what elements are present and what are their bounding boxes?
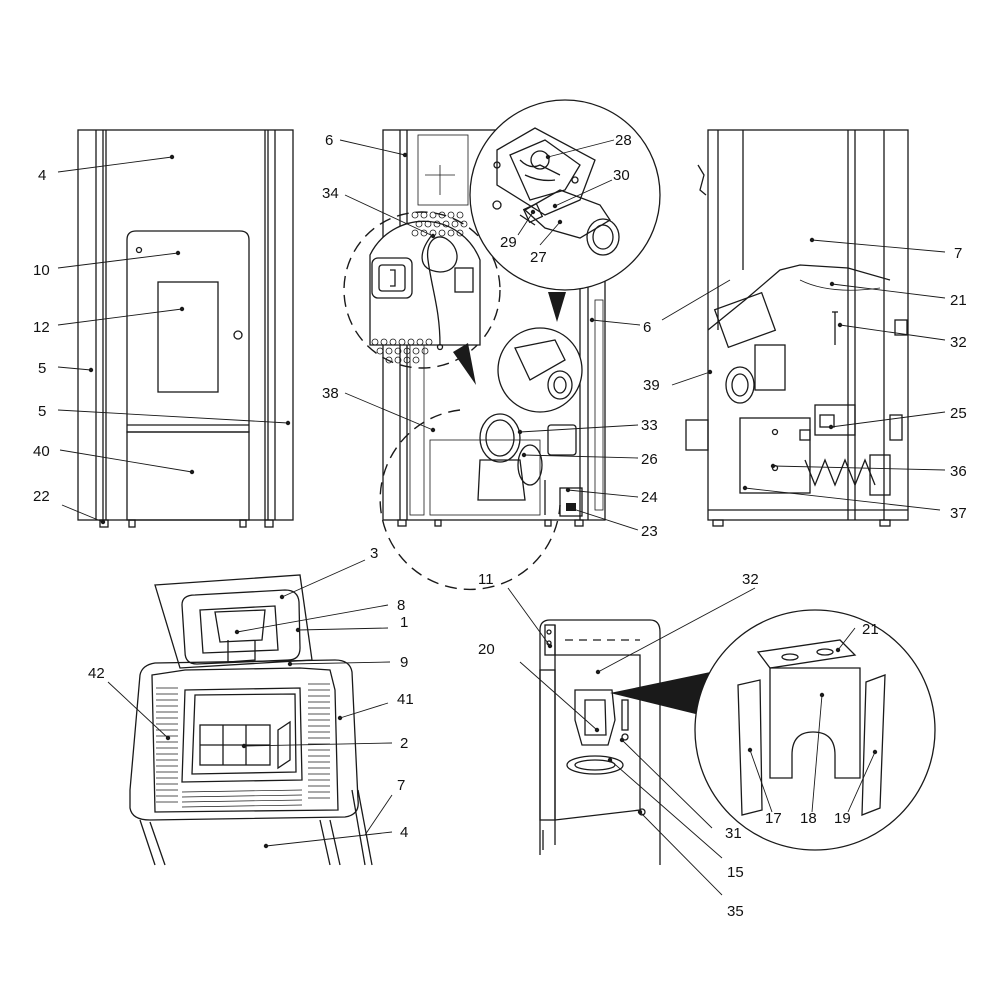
callout-35: 35 [727, 903, 744, 920]
callout-38: 38 [322, 385, 339, 402]
open-firebox-view [539, 619, 661, 865]
vent-grille-right [308, 683, 330, 799]
callout-7: 7 [954, 245, 962, 262]
callout-17: 17 [765, 810, 782, 827]
callout-21: 21 [862, 621, 879, 638]
callout-32: 32 [950, 334, 967, 351]
callout-33: 33 [641, 417, 658, 434]
vent-grille-left [156, 687, 178, 803]
callout-31: 31 [725, 825, 742, 842]
callout-20: 20 [478, 641, 495, 658]
callout-3: 3 [370, 545, 378, 562]
callout-25: 25 [950, 405, 967, 422]
callout-36: 36 [950, 463, 967, 480]
callout-39: 39 [643, 377, 660, 394]
callout-6: 6 [325, 132, 333, 149]
callout-5: 5 [38, 360, 46, 377]
callout-22: 22 [33, 488, 50, 505]
callout-labels: 4 10 12 5 5 40 22 6 34 38 28 30 29 27 6 … [33, 132, 967, 920]
callout-24: 24 [641, 489, 658, 506]
callout-4: 4 [400, 824, 408, 841]
callout-4: 4 [38, 167, 46, 184]
callout-2: 2 [400, 735, 408, 752]
callout-19: 19 [834, 810, 851, 827]
callout-32: 32 [742, 571, 759, 588]
callout-6: 6 [643, 319, 651, 336]
callout-40: 40 [33, 443, 50, 460]
callout-9: 9 [400, 654, 408, 671]
callout-27: 27 [530, 249, 547, 266]
callout-18: 18 [800, 810, 817, 827]
callout-10: 10 [33, 262, 50, 279]
callout-5: 5 [38, 403, 46, 420]
perforated-panel [371, 211, 468, 364]
front-view [77, 129, 294, 528]
callout-11: 11 [478, 571, 494, 588]
baffle-detail [610, 609, 936, 851]
leader-lines [57, 139, 946, 896]
callout-8: 8 [397, 597, 405, 614]
callout-41: 41 [397, 691, 414, 708]
callout-30: 30 [613, 167, 630, 184]
callout-23: 23 [641, 523, 658, 540]
callout-29: 29 [500, 234, 517, 251]
vent-grille-front [181, 789, 303, 808]
callout-28: 28 [615, 132, 632, 149]
side-view [685, 129, 909, 527]
callout-12: 12 [33, 319, 50, 336]
rear-internal-view [343, 99, 661, 591]
callout-37: 37 [950, 505, 967, 522]
callout-21: 21 [950, 292, 967, 309]
callout-26: 26 [641, 451, 658, 468]
callout-15: 15 [727, 864, 744, 881]
callout-7: 7 [397, 777, 405, 794]
callout-34: 34 [322, 185, 339, 202]
callout-1: 1 [400, 614, 408, 631]
callout-42: 42 [88, 665, 105, 682]
top-hopper-view [129, 574, 373, 866]
